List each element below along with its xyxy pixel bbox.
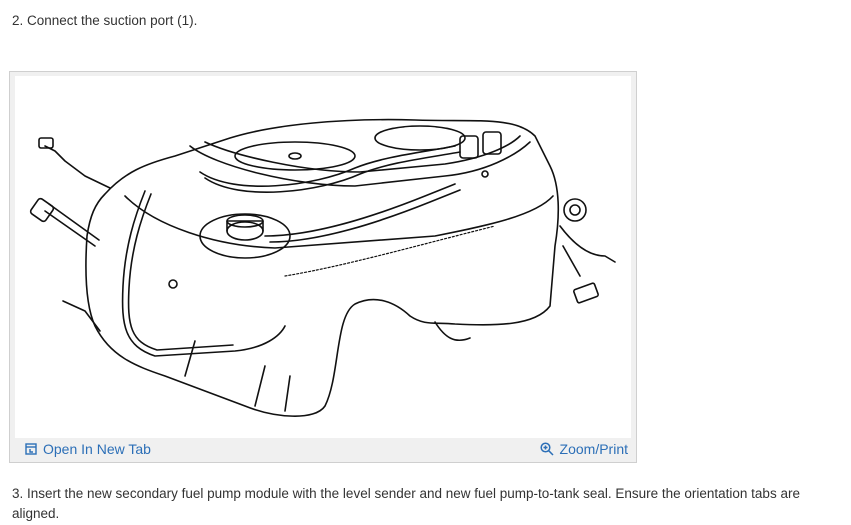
zoom-icon [539, 442, 554, 456]
zoom-print-label: Zoom/Print [559, 441, 628, 457]
step-2-text: 2. Connect the suction port (1). [12, 13, 198, 28]
fuel-tank-illustration[interactable] [15, 76, 631, 438]
open-in-new-tab-label: Open In New Tab [43, 441, 151, 457]
open-new-tab-icon [25, 443, 37, 455]
figure-container: Open In New Tab Zoom/Print [9, 71, 637, 463]
step-3-text: 3. Insert the new secondary fuel pump mo… [12, 486, 800, 521]
zoom-print-link[interactable]: Zoom/Print [539, 441, 631, 457]
open-in-new-tab-link[interactable]: Open In New Tab [15, 441, 151, 457]
